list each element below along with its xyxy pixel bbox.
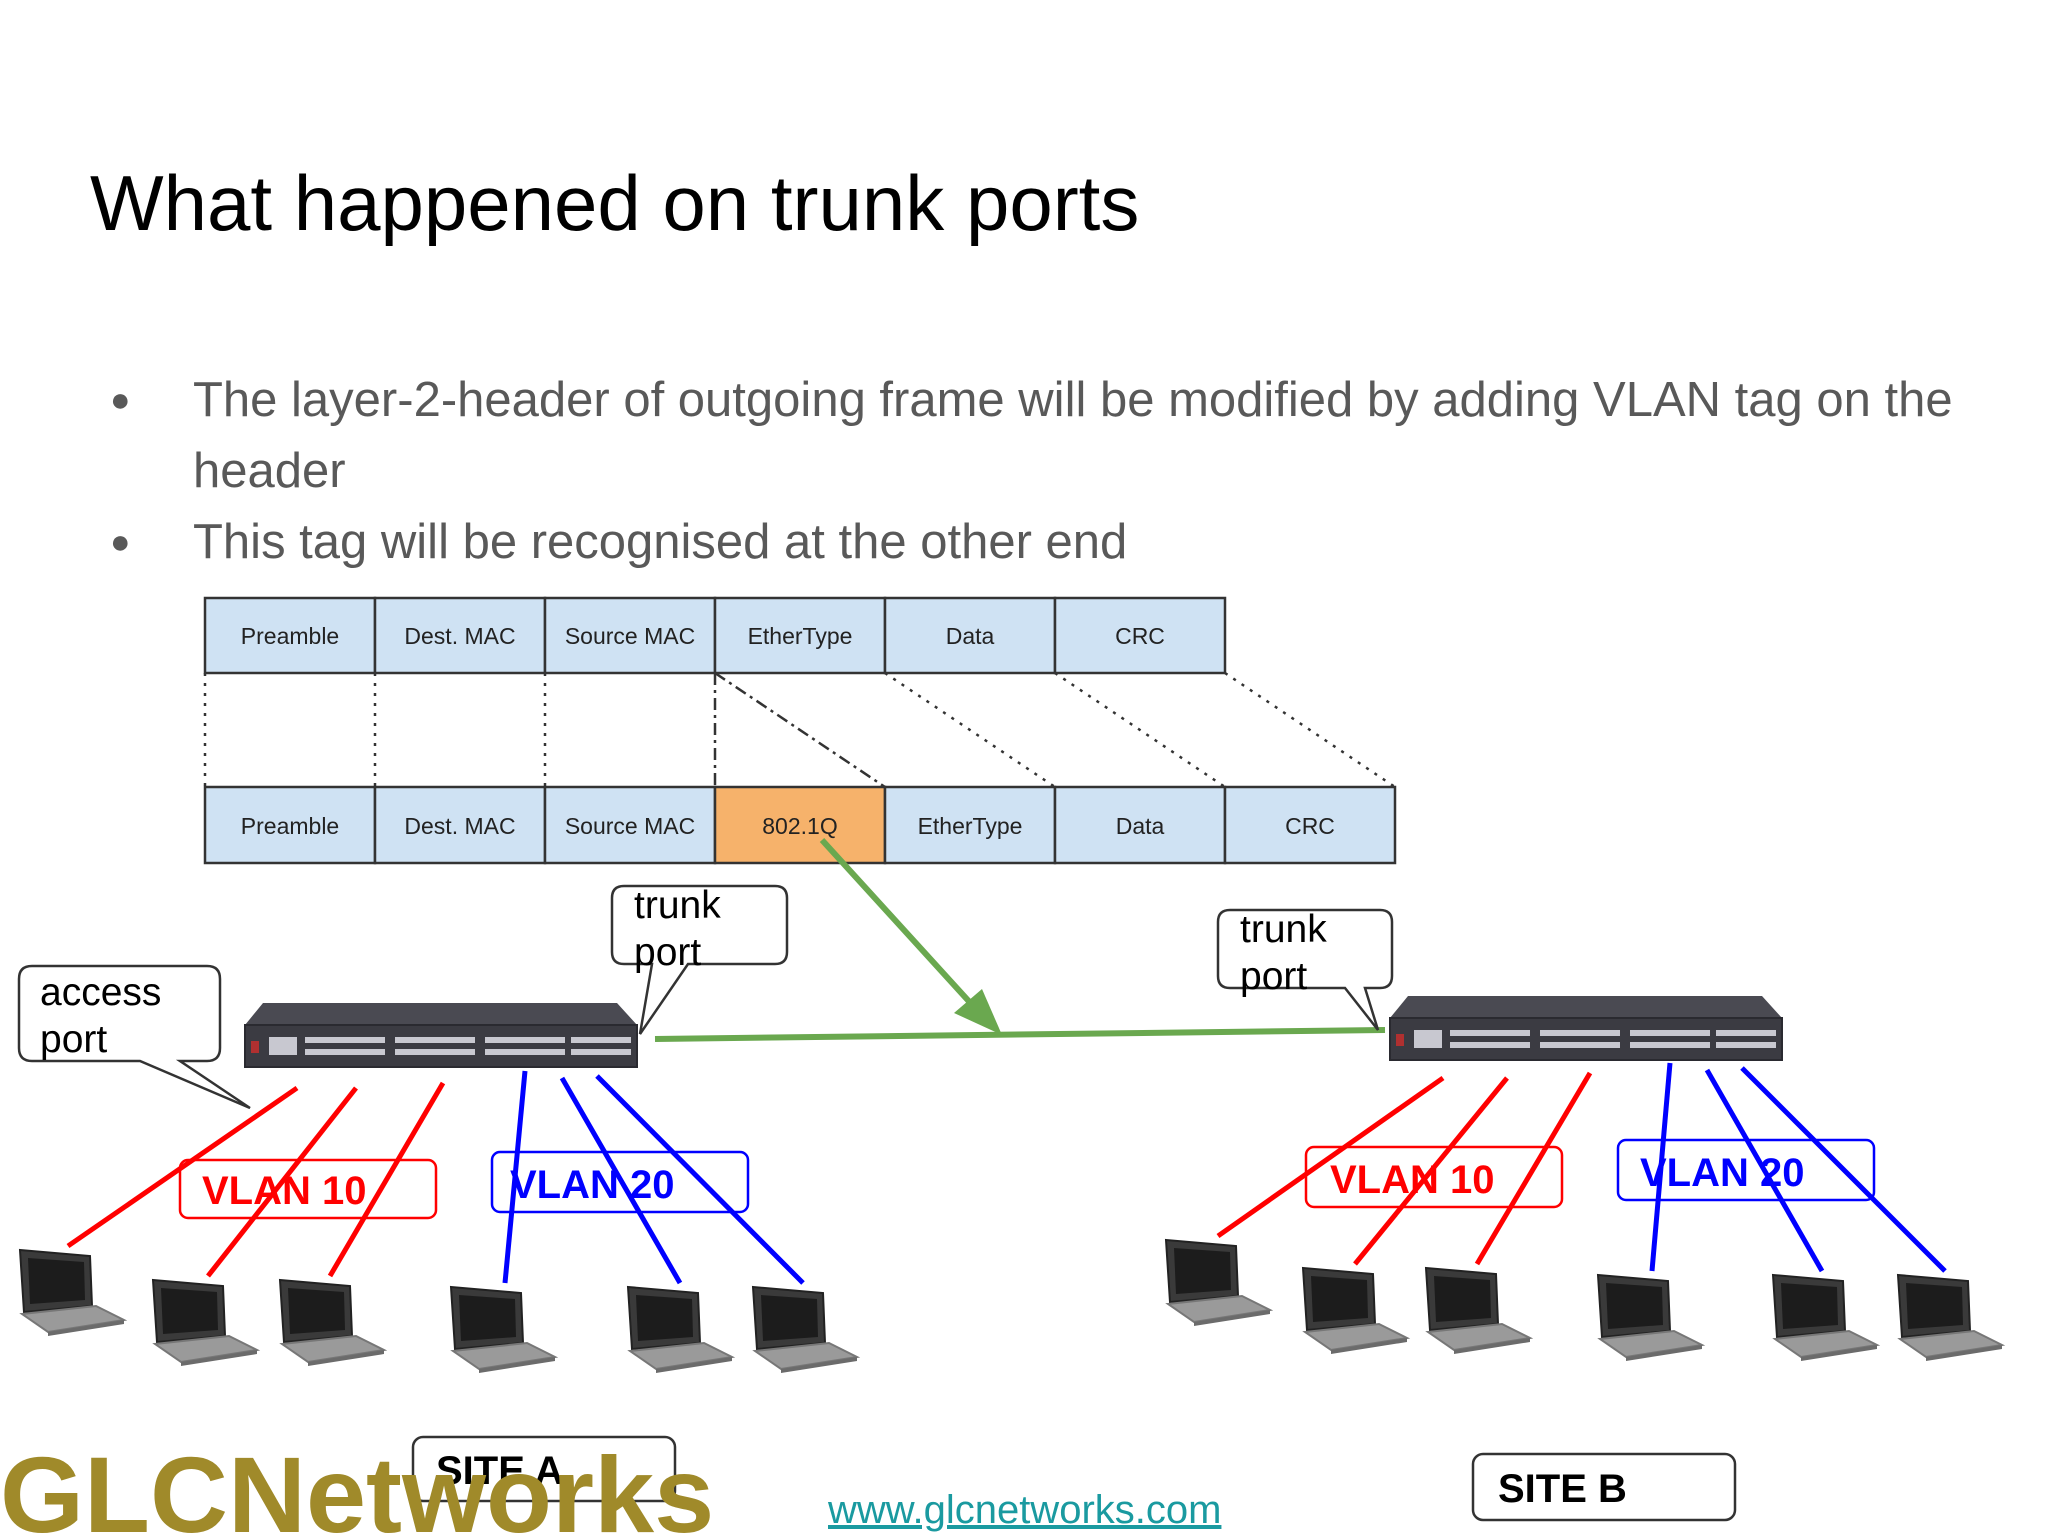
callout-text: trunk <box>1240 908 1327 951</box>
frame-field-label: Source MAC <box>565 813 695 839</box>
laptop-icon <box>627 1286 733 1374</box>
access-port-callout: access port <box>17 964 251 1110</box>
site-a-box <box>411 1435 677 1503</box>
glcnetworks-logo: GLCNetworks <box>0 1434 714 1536</box>
site-b-box <box>1471 1452 1737 1522</box>
logo-text: GLCNetworks <box>0 1434 714 1536</box>
vlan20-label-site-b: VLAN 20 <box>1640 1151 1805 1195</box>
frame-mapping-lines <box>203 671 1396 789</box>
callout-text: port <box>634 931 701 974</box>
switch-site-a-icon <box>244 1002 638 1068</box>
frame-field <box>1053 596 1227 675</box>
vlan20-label-site-a: VLAN 20 <box>510 1163 675 1207</box>
tagged-frame: Preamble Dest. MAC Source MAC 802.1Q Eth… <box>203 785 1397 865</box>
laptop-icon <box>1165 1239 1271 1327</box>
bullet-text: This tag will be recognised at the other… <box>193 515 1128 569</box>
bullet-item: ● This tag will be recognised at the oth… <box>110 507 2010 578</box>
frame-field-label: Preamble <box>241 813 339 839</box>
frame-field <box>543 785 717 865</box>
vlan-tag-label: 802.1Q <box>762 813 837 839</box>
frame-field <box>203 785 377 865</box>
laptop-icon <box>1772 1274 1878 1362</box>
tag-to-trunk-arrow <box>819 837 1002 1035</box>
laptop-icon <box>1425 1267 1531 1355</box>
original-frame: Preamble Dest. MAC Source MAC EtherType … <box>203 596 1227 675</box>
frame-field-label: Data <box>1116 813 1165 839</box>
frame-field <box>883 596 1057 675</box>
arrow-head-icon <box>954 989 1002 1035</box>
callout-text: trunk <box>634 884 721 927</box>
frame-field-label: Preamble <box>241 623 339 649</box>
laptop-icon <box>752 1286 858 1374</box>
callout-text: port <box>1240 955 1307 998</box>
bullet-dot-icon: ● <box>110 523 131 561</box>
tag-insertion-lines <box>713 671 886 789</box>
frame-field <box>1053 785 1227 865</box>
frame-field-label: CRC <box>1115 623 1165 649</box>
switch-site-b-icon <box>1389 995 1783 1061</box>
trunk-link <box>654 1027 1386 1042</box>
access-links-site-b <box>1216 1062 1947 1273</box>
website-link[interactable]: www.glcnetworks.com <box>828 1488 1222 1532</box>
trunk-port-a-callout: trunk port <box>610 884 789 1035</box>
bullet-text: The layer-2-header of outgoing frame wil… <box>193 373 1953 498</box>
frame-field-label: Data <box>946 623 995 649</box>
frame-field-label: Dest. MAC <box>404 623 515 649</box>
laptop-icon <box>19 1249 125 1337</box>
bullet-list: ● The layer-2-header of outgoing frame w… <box>110 365 2010 578</box>
laptop-icon <box>1597 1274 1703 1362</box>
laptop-icon <box>279 1279 385 1367</box>
frame-field <box>1223 785 1397 865</box>
frame-field-label: EtherType <box>748 623 853 649</box>
frame-field <box>883 785 1057 865</box>
trunk-port-b-callout: trunk port <box>1216 908 1394 1031</box>
bullet-item: ● The layer-2-header of outgoing frame w… <box>110 365 2010 507</box>
site-b-label: SITE B <box>1498 1467 1627 1511</box>
frame-field-label: Dest. MAC <box>404 813 515 839</box>
frame-field-label: Source MAC <box>565 623 695 649</box>
laptop-icon <box>152 1279 258 1367</box>
bullet-dot-icon: ● <box>110 381 131 419</box>
laptop-icon <box>450 1286 556 1374</box>
slide-title: What happened on trunk ports <box>90 159 1140 247</box>
vlan-tag-field <box>713 785 887 865</box>
frame-field-label: CRC <box>1285 813 1335 839</box>
laptop-icon <box>1897 1274 2003 1362</box>
laptop-icon <box>1302 1267 1408 1355</box>
callout-text: port <box>40 1018 107 1061</box>
callout-text: access <box>40 971 161 1014</box>
access-links-site-a <box>66 1070 805 1285</box>
frame-field-label: EtherType <box>918 813 1023 839</box>
site-a-label: SITE A <box>436 1449 563 1493</box>
